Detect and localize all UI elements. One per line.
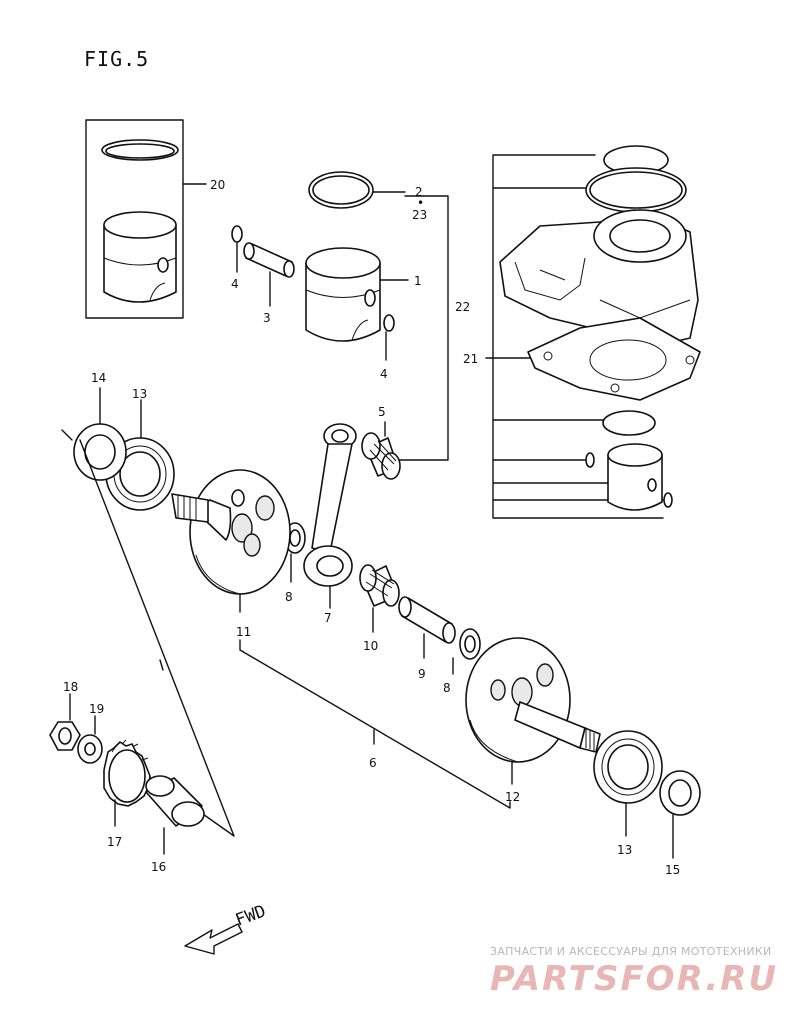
callout-16: 16	[151, 860, 166, 874]
circlip-4b	[383, 314, 395, 332]
callout-19: 19	[89, 702, 104, 716]
callout-21: 21	[463, 352, 478, 366]
callout-4b: 4	[380, 367, 388, 381]
spacer-16	[145, 775, 205, 827]
cylinder	[499, 209, 699, 351]
callout-3: 3	[263, 311, 271, 325]
washer-19	[77, 734, 103, 764]
connecting-rod-7	[303, 423, 357, 587]
callout-13b: 13	[617, 843, 632, 857]
callout-9: 9	[418, 667, 426, 681]
nut-18	[49, 721, 81, 751]
callout-14: 14	[91, 371, 106, 385]
callout-8b: 8	[443, 681, 451, 695]
circlip-4a	[231, 225, 243, 243]
watermark-tagline: ЗАПЧАСТИ И АКСЕССУАРЫ ДЛЯ МОТОТЕХНИКИ	[490, 945, 772, 958]
callout-17: 17	[107, 835, 122, 849]
callout-10: 10	[363, 639, 378, 653]
bracket-22	[397, 195, 449, 461]
piston-kit	[607, 443, 663, 511]
callout-4a: 4	[231, 277, 239, 291]
piston-1	[305, 247, 381, 342]
oil-seal-14	[73, 423, 127, 481]
figure-title: FIG.5	[84, 47, 149, 71]
assembly-guide-line	[79, 439, 235, 837]
ring-kit-c	[602, 410, 656, 436]
callout-2-dot: •	[417, 196, 424, 210]
bearing-13b	[593, 730, 663, 804]
needle-bearing-5	[361, 432, 401, 480]
crank-half-left-11	[189, 469, 291, 595]
callout-5: 5	[378, 405, 386, 419]
clip-kit-a	[585, 452, 595, 468]
callout-22: 22	[455, 300, 470, 314]
callout-15: 15	[665, 863, 680, 877]
bracket-top-end-kit	[492, 154, 664, 519]
fwd-label: FWD	[233, 901, 269, 930]
crank-pin-9	[398, 596, 456, 644]
washer-8b	[459, 628, 481, 660]
callout-18: 18	[63, 680, 78, 694]
callout-2: 2	[415, 185, 423, 199]
left-shaft	[171, 493, 209, 523]
callout-20: 20	[210, 178, 225, 192]
watermark-logo: PARTSFOR.RU	[490, 959, 778, 999]
callout-12: 12	[505, 790, 520, 804]
fwd-arrow	[184, 923, 243, 955]
callout-11: 11	[236, 625, 251, 639]
callout-8a: 8	[285, 590, 293, 604]
right-shaft	[514, 701, 601, 753]
crank-half-right-12	[465, 637, 571, 763]
callout-7: 7	[324, 611, 332, 625]
needle-bearing-10	[359, 564, 400, 607]
clip-kit-b	[663, 492, 673, 508]
bracket-6	[239, 639, 511, 809]
piston-kit-20	[85, 119, 184, 319]
piston-ring-2	[308, 171, 374, 209]
callout-23: 23	[412, 208, 427, 222]
callout-1: 1	[414, 274, 422, 288]
callout-6: 6	[369, 756, 377, 770]
piston-pin-3	[243, 242, 295, 278]
base-gasket-21	[527, 317, 701, 401]
gear-17	[103, 739, 151, 807]
callout-13a: 13	[132, 387, 147, 401]
oil-seal-15	[659, 770, 701, 816]
